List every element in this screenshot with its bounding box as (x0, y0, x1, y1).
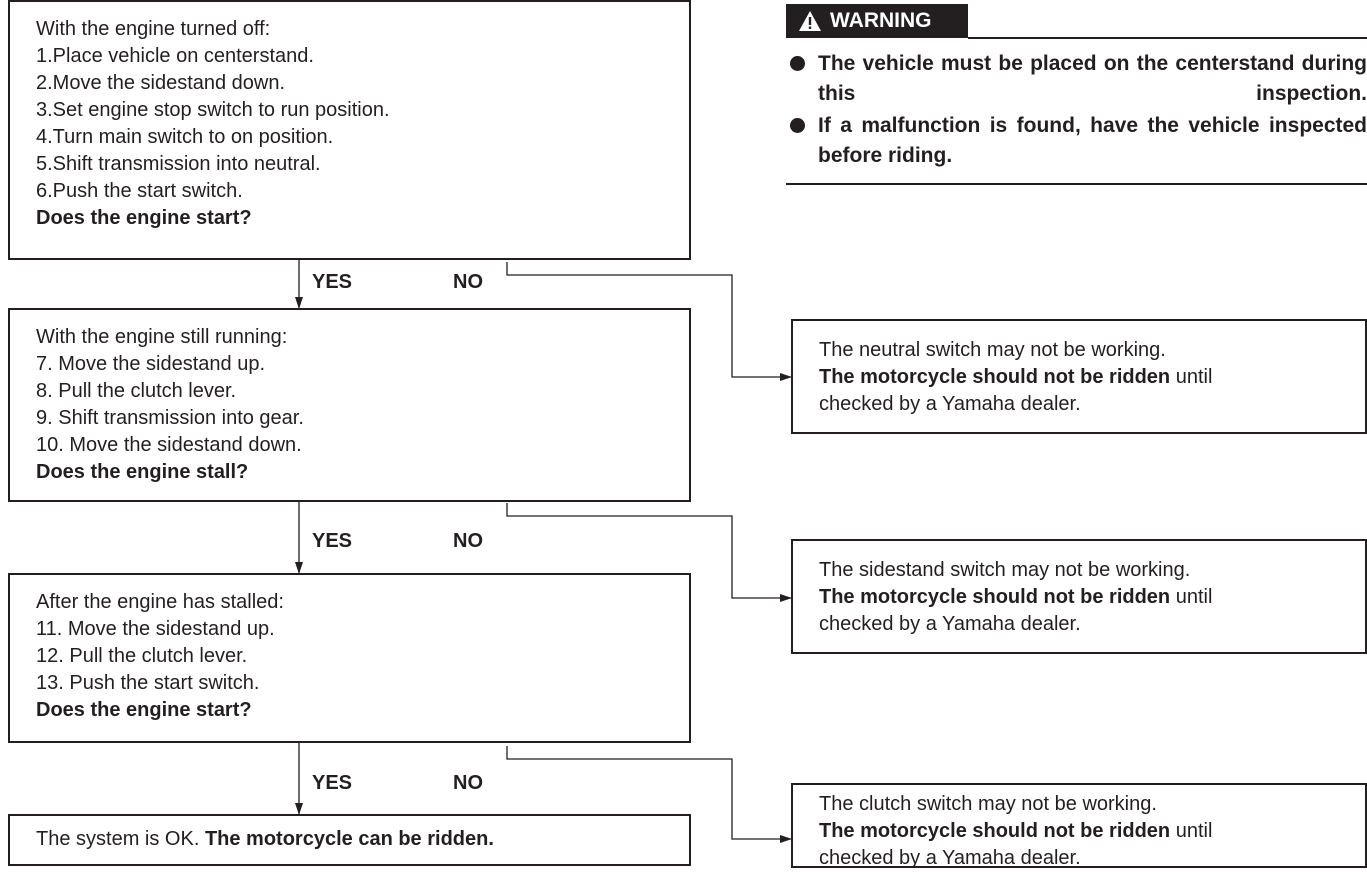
result-line: until (1170, 366, 1213, 388)
step-1-line: 1.Place vehicle on centerstand. (36, 45, 314, 67)
step-1-line: 5.Shift transmission into neutral. (36, 153, 321, 175)
yes-label-1: YES (312, 271, 353, 293)
step-box-3: After the engine has stalled: 11. Move t… (8, 573, 691, 743)
warning-badge: WARNING (786, 4, 968, 38)
warning-triangle-icon (799, 11, 821, 31)
step-1-line: 4.Turn main switch to on position. (36, 126, 334, 148)
step-1-line: With the engine turned off: (36, 18, 271, 40)
step-2-line: 7. Move the sidestand up. (36, 353, 266, 375)
no-arrow-3 (506, 746, 792, 843)
warning-top-rule (968, 37, 1367, 39)
result-box-sidestand: The sidestand switch may not be working.… (791, 539, 1367, 654)
step-2-line: 8. Pull the clutch lever. (36, 380, 237, 402)
step-1-line: 2.Move the sidestand down. (36, 72, 286, 94)
result-line: checked by a Yamaha dealer. (819, 393, 1081, 415)
result-line: The clutch switch may not be working. (819, 793, 1157, 815)
step-3-line: 12. Pull the clutch lever. (36, 645, 248, 667)
step-3-line: 11. Move the sidestand up. (36, 618, 275, 640)
no-arrow-2 (506, 503, 792, 602)
warning-title: WARNING (830, 9, 932, 32)
result-line: checked by a Yamaha dealer. (819, 613, 1081, 635)
step-1-line: 3.Set engine stop switch to run position… (36, 99, 390, 121)
step-1-question: Does the engine start? (36, 207, 252, 229)
step-2-line: With the engine still running: (36, 326, 288, 348)
step-2-line: 9. Shift transmission into gear. (36, 407, 304, 429)
step-box-1: With the engine turned off: 1.Place vehi… (8, 0, 691, 260)
step-3-line: 13. Push the start switch. (36, 672, 260, 694)
result-line: The sidestand switch may not be working. (819, 559, 1191, 581)
yes-label-3: YES (312, 772, 353, 794)
warning-item-text: If a malfunction is found, have the vehi… (818, 114, 1367, 167)
step-1-line: 6.Push the start switch. (36, 180, 243, 202)
warning-item-1: The vehicle must be placed on the center… (790, 49, 1367, 109)
no-label-2: NO (453, 530, 483, 552)
result-bold-text: The motorcycle should not be ridden (819, 820, 1171, 842)
warning-item-text: The vehicle must be placed on the center… (818, 52, 1367, 105)
result-box-clutch: The clutch switch may not be working. Th… (791, 783, 1367, 869)
bullet-icon (790, 118, 805, 133)
result-bold-text: The motorcycle should not be ridden (819, 586, 1171, 608)
final-box: The system is OK. The motorcycle can be … (8, 814, 691, 866)
step-2-line: 10. Move the sidestand down. (36, 434, 302, 456)
no-label-3: NO (453, 772, 483, 794)
result-line: until (1170, 820, 1213, 842)
result-box-neutral: The neutral switch may not be working. T… (791, 319, 1367, 434)
yes-label-2: YES (312, 530, 353, 552)
step-2-question: Does the engine stall? (36, 461, 249, 483)
result-line: checked by a Yamaha dealer. (819, 847, 1081, 869)
no-arrow-1 (506, 262, 792, 381)
bullet-icon (790, 56, 805, 71)
result-line: until (1170, 586, 1213, 608)
warning-item-2: If a malfunction is found, have the vehi… (790, 111, 1367, 171)
no-label-1: NO (453, 271, 483, 293)
step-3-question: Does the engine start? (36, 699, 252, 721)
final-bold-text: The motorcycle can be ridden. (204, 828, 494, 850)
result-line: The neutral switch may not be working. (819, 339, 1166, 361)
result-bold-text: The motorcycle should not be ridden (819, 366, 1171, 388)
step-3-line: After the engine has stalled: (36, 591, 284, 613)
final-text: The system is OK. (36, 828, 205, 850)
warning-bottom-rule (786, 183, 1367, 185)
step-box-2: With the engine still running: 7. Move t… (8, 308, 691, 502)
